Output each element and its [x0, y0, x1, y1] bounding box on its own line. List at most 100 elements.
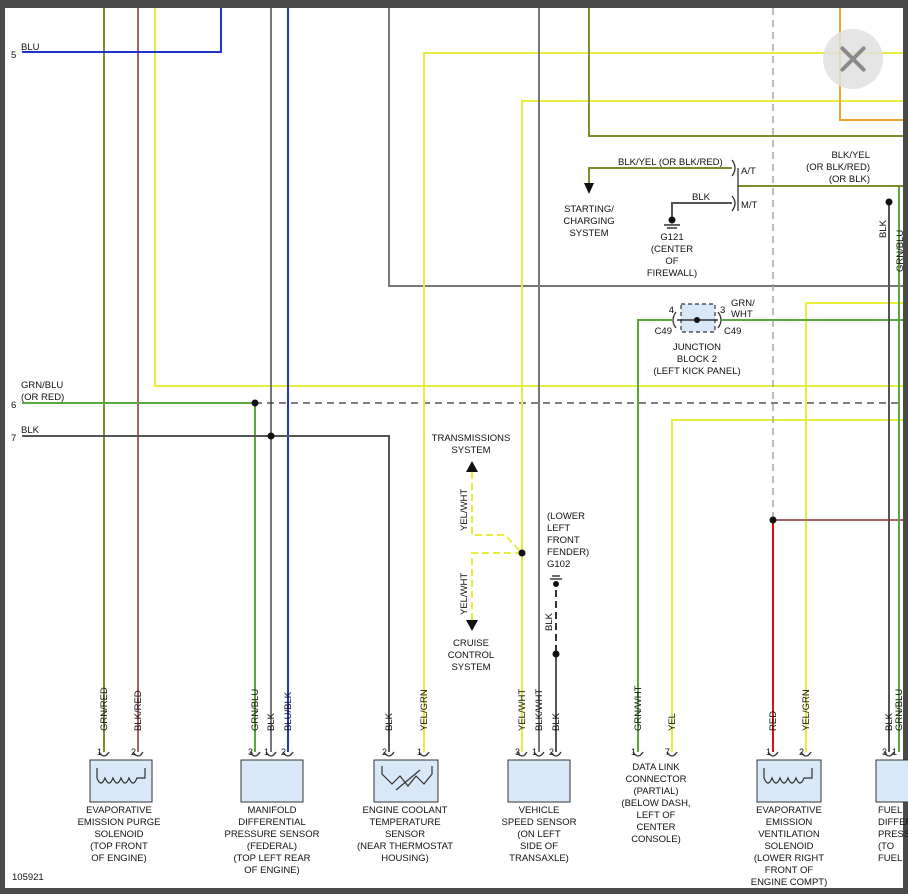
- close-button[interactable]: [823, 29, 883, 89]
- junction-node: [694, 317, 700, 323]
- wire-yel-ddc: [671, 419, 903, 752]
- component-label: (TOP FRONT: [90, 841, 148, 852]
- splice-red: [769, 516, 777, 524]
- splice-g102: [552, 650, 560, 658]
- connector-label: C49: [724, 326, 741, 337]
- wire-label: RED: [768, 711, 779, 731]
- connector-label: C49: [655, 326, 672, 337]
- wire-label: BLK: [551, 712, 562, 731]
- arrow-cruise: [466, 620, 478, 631]
- wire-label: BLK: [266, 712, 277, 731]
- component-label: SOLENOID: [764, 841, 813, 852]
- junction-block-label: BLOCK 2: [677, 354, 717, 365]
- pin-number: 3: [882, 747, 887, 757]
- wire-label: (OR RED): [21, 392, 64, 403]
- pin-number: 2: [799, 747, 804, 757]
- wire-label: BLU: [21, 42, 40, 53]
- wire-yel-wht: [521, 100, 903, 752]
- wire-blu-5: [22, 8, 222, 53]
- box-fuel-diff: [875, 759, 908, 803]
- wire-label: BLK: [878, 219, 889, 238]
- component-label: CONNECTOR: [625, 774, 686, 785]
- component-label: FRONT OF: [765, 865, 814, 876]
- wire-yel-grn: [423, 52, 903, 752]
- starting-charging-label: STARTING/: [564, 204, 614, 215]
- ground-g121-label: (CENTER: [651, 244, 693, 255]
- transmission-label: SYSTEM: [451, 445, 490, 456]
- coil-symbol-2: [763, 768, 813, 784]
- wire-yel-grn-right: [805, 302, 903, 752]
- wire-label: YEL/WHT: [459, 573, 470, 615]
- pin-number: 3: [248, 747, 253, 757]
- cruise-label: CONTROL: [448, 650, 494, 661]
- ground-g121-label: G121: [660, 232, 683, 243]
- component-label: (FEDERAL): [247, 841, 297, 852]
- transmission-label: TRANSMISSIONS: [432, 433, 511, 444]
- component-label: PRESSUR: [878, 829, 908, 840]
- wire-blk-mt: [671, 202, 732, 217]
- component-label: (LOWER RIGHT: [754, 853, 824, 864]
- junction-block-label: (LEFT KICK PANEL): [653, 366, 740, 377]
- component-label: VENTILATION: [758, 829, 820, 840]
- component-label: FUEL: [878, 853, 902, 864]
- component-label: OF ENGINE): [244, 865, 299, 876]
- component-label: HOUSING): [381, 853, 429, 864]
- component-label: TEMPERATURE: [369, 817, 440, 828]
- wire-label: BLK: [544, 612, 555, 631]
- component-label: ENGINE COOLANT: [363, 805, 448, 816]
- cruise-label: CRUISE: [453, 638, 489, 649]
- ground-g102-label: (LOWER: [547, 511, 585, 522]
- figure-id: 105921: [12, 872, 44, 883]
- component-label: SOLENOID: [94, 829, 143, 840]
- box-evap-purge: [89, 759, 153, 803]
- wire-label: YEL/WHT: [459, 489, 470, 531]
- wire-label: YEL: [667, 713, 678, 731]
- component-label: (ON LEFT: [517, 829, 560, 840]
- component-label: DATA LINK: [632, 762, 680, 773]
- wire-label: M/T: [741, 200, 758, 211]
- ground-g102-label: G102: [547, 559, 570, 570]
- circuit-number: 6: [11, 400, 16, 411]
- ground-g121-label: OF: [665, 256, 678, 267]
- junction-connector-left: [672, 311, 677, 329]
- wire-label: GRN/WHT: [633, 685, 644, 731]
- wire-label: BLK: [692, 192, 711, 203]
- wire-yellow-upper: [154, 8, 903, 387]
- circuit-number: 7: [11, 433, 16, 444]
- pin-number: 1: [264, 747, 269, 757]
- wire-label: (OR BLK): [829, 174, 870, 185]
- component-label: ENGINE COMPT): [751, 877, 828, 888]
- wire-label: WHT: [731, 309, 753, 320]
- component-label: TRANSAXLE): [509, 853, 569, 864]
- component-label: EVAPORATIVE: [86, 805, 152, 816]
- pin-number: 2: [281, 747, 286, 757]
- circuit-number: 5: [11, 50, 16, 61]
- component-label: (TO: [878, 841, 894, 852]
- wire-label: BLK: [21, 425, 40, 436]
- wire-label: GRN/BLU: [895, 230, 906, 272]
- component-label: VEHICLE: [519, 805, 560, 816]
- component-label: (PARTIAL): [633, 786, 678, 797]
- ground-g102-label: FRONT: [547, 535, 580, 546]
- ground-g121: [668, 216, 676, 224]
- wire-bkyel-at: [588, 167, 732, 183]
- coil-symbol: [96, 768, 146, 784]
- pin-number: 7: [665, 747, 670, 757]
- pin-number: 1: [97, 747, 102, 757]
- wire-blk-7: [22, 435, 390, 752]
- wire-label: (OR BLK/RED): [806, 162, 870, 173]
- component-label: CENTER: [636, 822, 675, 833]
- component-label: EMISSION PURGE: [78, 817, 161, 828]
- component-label: CONSOLE): [631, 834, 681, 845]
- component-label: (TOP LEFT REAR: [233, 853, 310, 864]
- arrow-starting: [584, 183, 594, 194]
- arrow-transmission: [466, 461, 478, 472]
- component-label: SENSOR: [385, 829, 425, 840]
- component-label: OF ENGINE): [91, 853, 146, 864]
- wire-yel-wht-dashed: [471, 472, 523, 620]
- wire-olive-top: [588, 8, 903, 137]
- component-label: SPEED SENSOR: [502, 817, 577, 828]
- wire-label: BLK/RED: [133, 690, 144, 731]
- pin-number: 3: [720, 305, 725, 316]
